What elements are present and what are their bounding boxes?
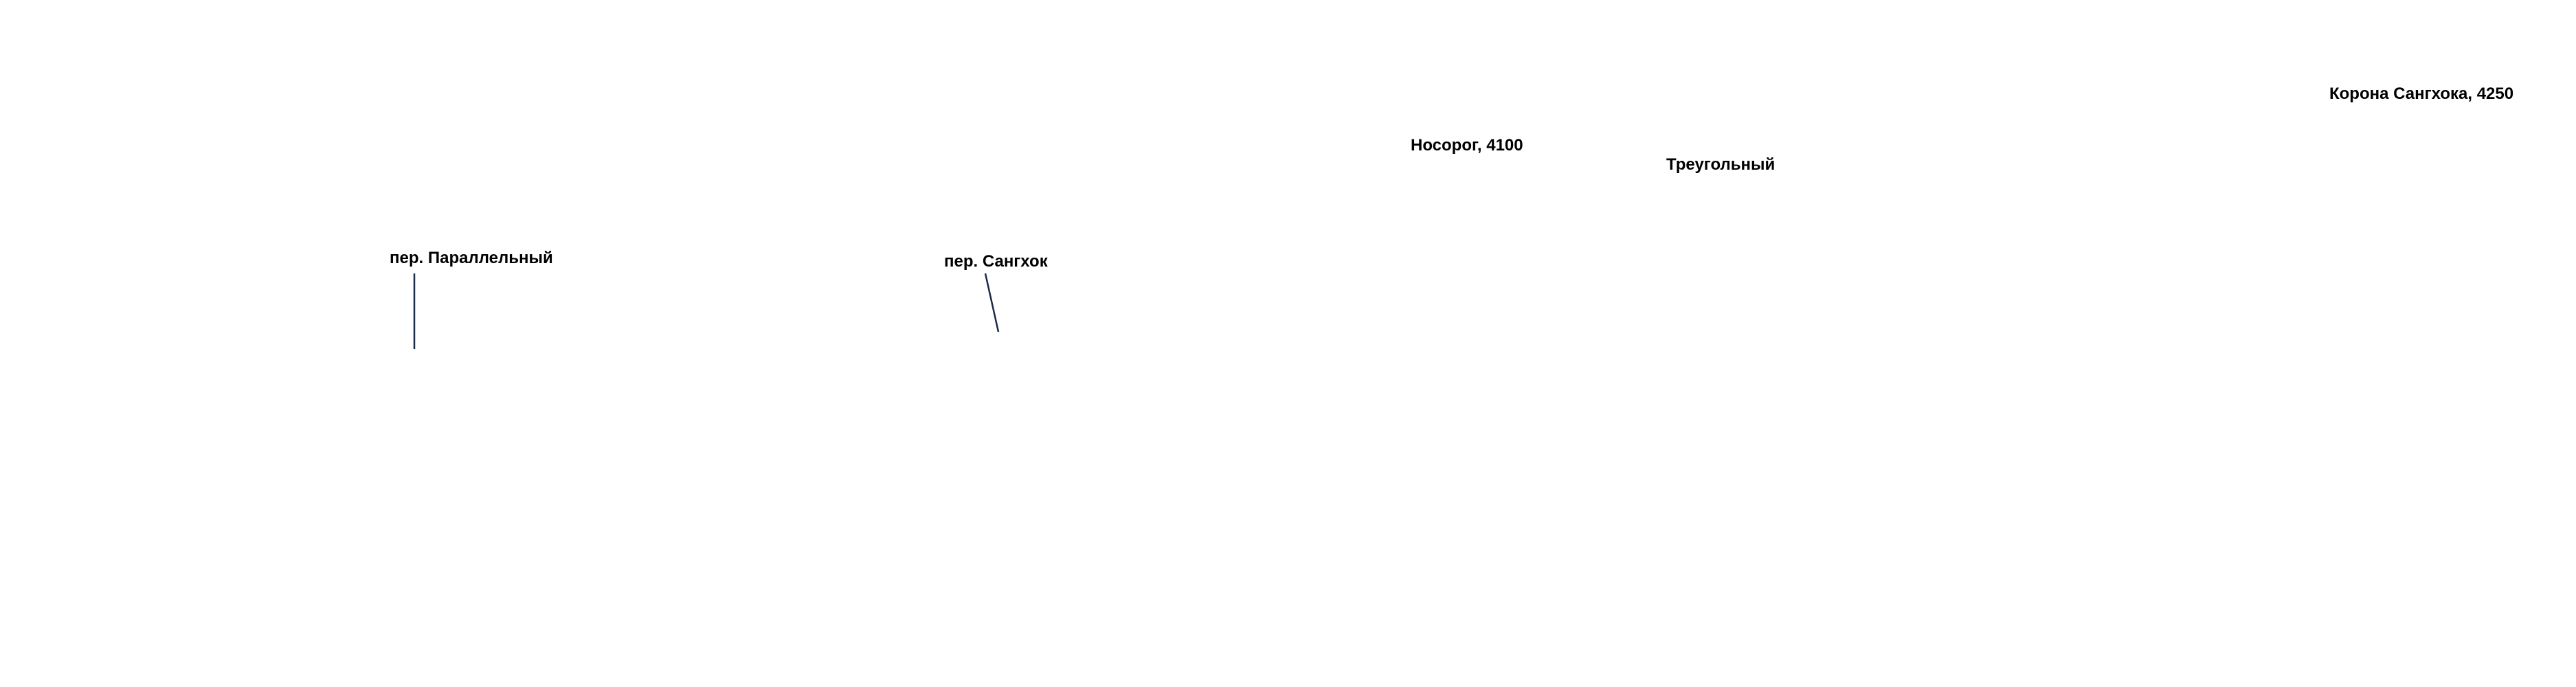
pass-label-sangkhok: пер. Сангхок xyxy=(944,252,1048,271)
leader-line-sangkhok xyxy=(984,273,1000,333)
peak-label-crown-sangkhok: Корона Сангхока, 4250 xyxy=(2329,85,2514,103)
peak-label-rhino: Носорог, 4100 xyxy=(1411,136,1523,155)
peak-label-triangular: Треугольный xyxy=(1666,155,1776,174)
pass-label-parallel: пер. Параллельный xyxy=(390,249,553,267)
